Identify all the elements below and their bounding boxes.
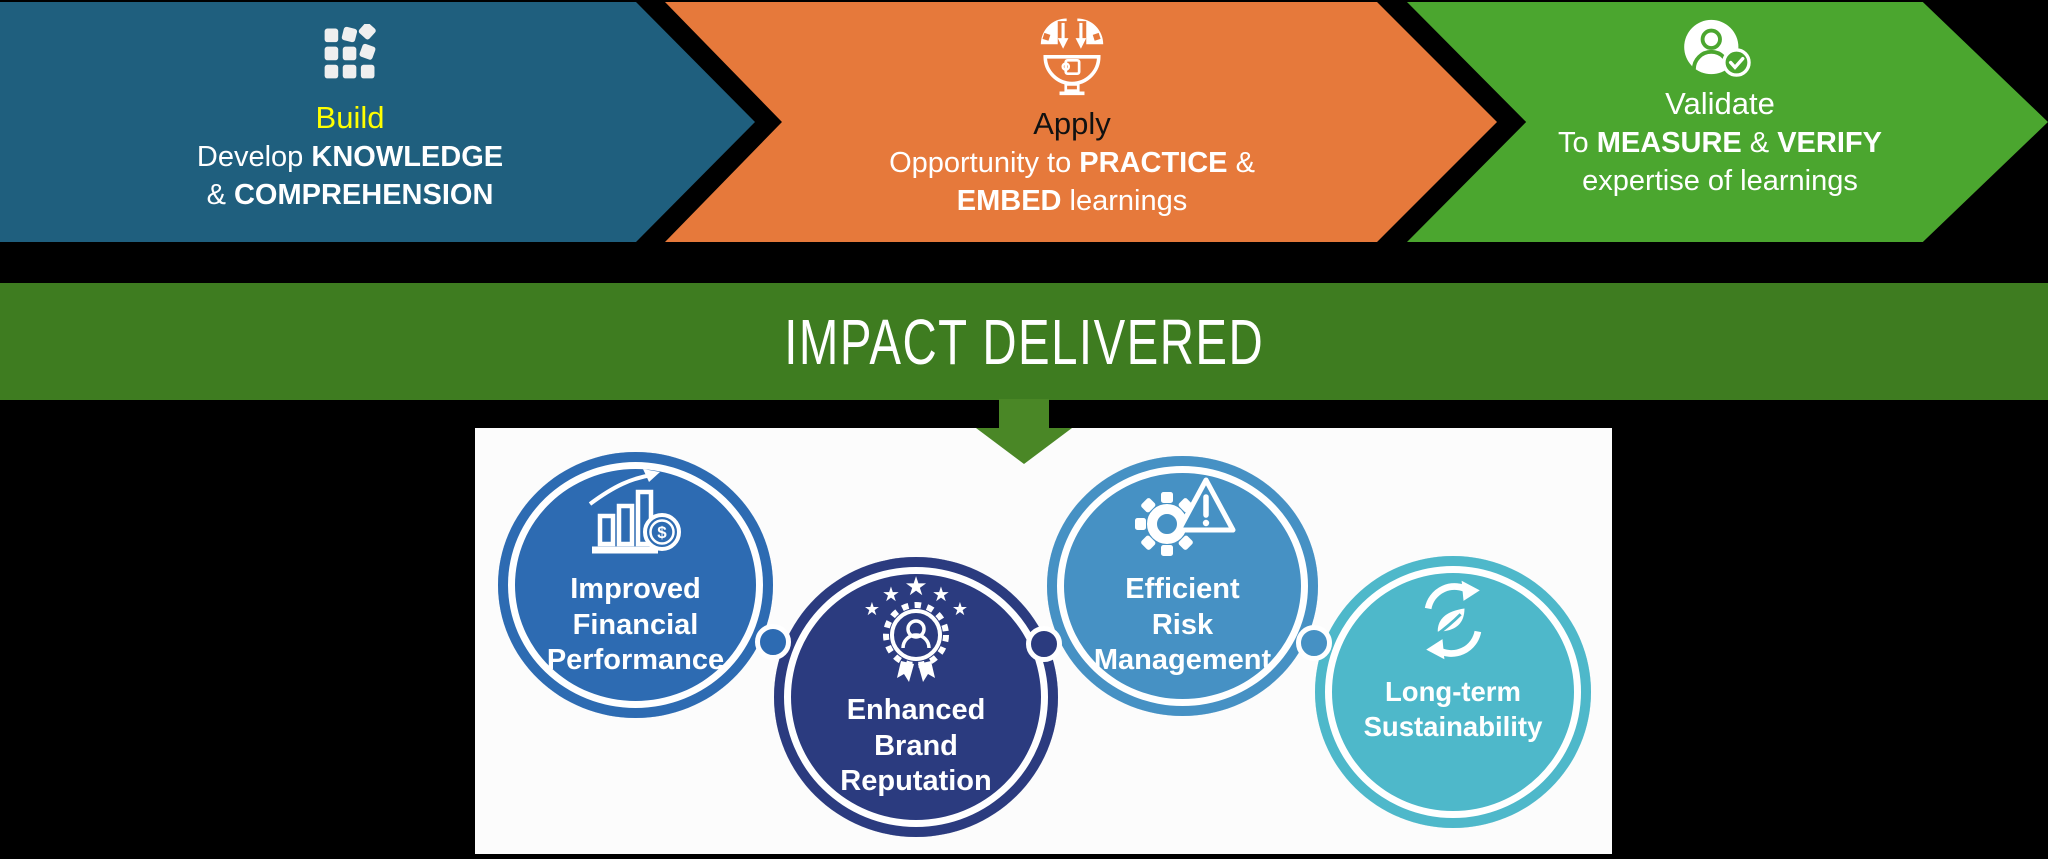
text-segment: PRACTICE [1079, 147, 1228, 179]
impact-line: Management [1093, 644, 1272, 676]
text-segment: & [1227, 147, 1255, 179]
text-segment: Develop [196, 141, 312, 173]
banner-arrow-icon [976, 428, 1072, 464]
impact-line: Enhanced [846, 694, 986, 726]
text-segment: & [206, 179, 234, 211]
svg-text:★: ★ [904, 572, 927, 602]
stage-line: EMBED learnings [817, 182, 1327, 220]
stage-apply-content: Apply Opportunity to PRACTICE & EMBED le… [817, 0, 1327, 220]
text-segment: KNOWLEDGE [311, 141, 504, 173]
connector-dot [755, 624, 791, 660]
impact-line: Brand [874, 729, 958, 762]
stage-title: Build [315, 100, 385, 135]
stage-line: expertise of learnings [1465, 162, 1975, 200]
sustainability-icon [1424, 580, 1482, 660]
text-segment: VERIFY [1777, 127, 1882, 159]
impact-circle-brand: ★ ★ ★ ★ ★ Enhanced Brand Reputation [774, 557, 1058, 837]
svg-text:★: ★ [882, 582, 900, 606]
impact-circle-sustainability: Long-term Sustainability [1315, 556, 1591, 828]
puzzle-integration-icon [1040, 18, 1104, 96]
impact-label: Enhanced Brand Reputation [840, 693, 991, 800]
connector-dot [1296, 625, 1332, 661]
text-segment: learnings [1061, 185, 1188, 217]
text-segment: expertise of learnings [1582, 165, 1858, 197]
svg-text:$: $ [657, 523, 667, 542]
impact-line: Sustainability [1363, 711, 1543, 742]
stage-title: Validate [1665, 86, 1775, 121]
text-segment: To [1558, 127, 1597, 159]
stage-line: To MEASURE & VERIFY [1465, 124, 1975, 162]
svg-text:★: ★ [932, 582, 950, 606]
banner-label: IMPACT DELIVERED [784, 305, 1264, 378]
impact-line: Performance [546, 644, 725, 676]
stage-title: Apply [1033, 106, 1111, 141]
impact-line: Risk [1151, 608, 1214, 641]
stage-build-chevron [0, 2, 755, 242]
text-segment: COMPREHENSION [233, 179, 494, 211]
impact-line: Improved [570, 573, 701, 605]
building-blocks-icon [324, 24, 376, 79]
person-check-icon [1684, 19, 1751, 77]
growth-chart-icon: $ [588, 469, 681, 554]
impact-line: Reputation [840, 765, 992, 797]
impact-label: Efficient Risk Management [1094, 572, 1271, 679]
impact-label: Improved Financial Performance [547, 572, 724, 679]
impact-line: Long-term [1385, 676, 1521, 707]
stage-build-content: Build Develop KNOWLEDGE & COMPREHENSION [95, 10, 605, 214]
risk-gear-icon [1134, 477, 1235, 556]
impact-circle-financial: $ Improved Financial Performance [498, 452, 773, 718]
svg-text:★: ★ [864, 599, 880, 620]
impact-line: Efficient [1125, 573, 1240, 605]
banner-arrow-stem [999, 399, 1049, 428]
impact-line: Financial [572, 608, 699, 641]
text-segment: Opportunity to [889, 147, 1080, 179]
stage-validate-content: Validate To MEASURE & VERIFY expertise o… [1465, 8, 1975, 200]
text-segment: & [1741, 127, 1778, 159]
connector-dot [1026, 626, 1062, 662]
impact-circle-risk: Efficient Risk Management [1047, 456, 1318, 716]
award-badge-icon: ★ ★ ★ ★ ★ [864, 572, 968, 682]
svg-text:★: ★ [952, 599, 968, 620]
text-segment: MEASURE [1596, 127, 1742, 159]
stage-line: Opportunity to PRACTICE & [817, 144, 1327, 182]
text-segment: EMBED [956, 185, 1062, 217]
stage-line: & COMPREHENSION [95, 176, 605, 214]
stage-line: Develop KNOWLEDGE [95, 138, 605, 176]
impact-label: Long-term Sustainability [1364, 674, 1543, 744]
impact-banner: IMPACT DELIVERED [0, 283, 2048, 400]
